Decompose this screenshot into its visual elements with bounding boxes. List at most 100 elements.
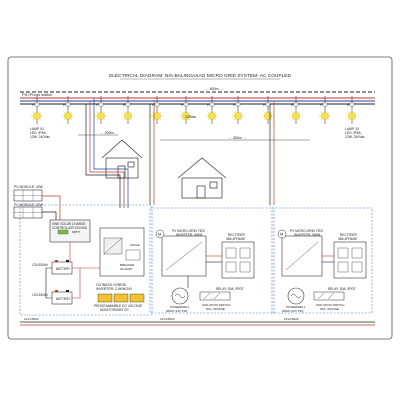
lamp-icon <box>292 112 300 120</box>
hybrid-inverter <box>99 227 145 277</box>
microgrid-unit-2-enclosure <box>271 207 373 314</box>
lamp-01-label-1: LAMP 01 <box>30 127 44 131</box>
breaker-label-1: BREAKER <box>120 263 135 267</box>
powerwell-2-label-2: 300W (12V PM) <box>282 309 303 313</box>
lamp-icon <box>153 112 161 120</box>
powerwell-2-label-1: POWERWELL <box>286 305 306 309</box>
rectifier-2 <box>333 241 367 279</box>
lamp-post: PS <box>30 96 44 124</box>
rectifier-1-label-2: 35A,3PHASE <box>226 237 245 241</box>
photo-switch-tag: PS <box>32 103 37 107</box>
micro-inverter-1 <box>155 229 207 277</box>
photo-switch-tag: PS <box>233 103 238 107</box>
photo-switch-tag: PS <box>263 103 268 107</box>
lamp-icon <box>348 112 356 120</box>
dc-monitor-switch <box>97 293 145 303</box>
bottom-bus <box>20 321 375 326</box>
rectifier-2-label-2: 35A,3PHASE <box>338 237 357 241</box>
rectifier-1-label-1: RECTIFIER <box>228 233 246 237</box>
micro-inverter-2 <box>277 229 323 277</box>
lamp-post: PS <box>231 96 245 124</box>
rectifier-1 <box>221 241 255 279</box>
charge-controller-label-2: CONTROLLER 12V/40A <box>52 226 88 230</box>
micro-inverter-2-label-2: INVERTER: 300W <box>294 233 320 237</box>
inverter-output-voltage: 240Vac <box>130 243 140 247</box>
battery-2-label-2: BATTERY <box>56 297 71 301</box>
lamp-10-label-3: 12W, 240Vac <box>345 135 365 139</box>
hybrid-inverter-label-2: INVERTER: 2.4KW/24V <box>96 287 133 291</box>
lamp-icon <box>234 112 242 120</box>
lamp-01-label-2: LED, IP65, <box>30 131 46 135</box>
isolation-switch-1-label-2: 30A, 3PHASE <box>206 307 225 311</box>
pv-module-1-label: PV MODULE: 32W <box>14 185 44 189</box>
distance-350m: ← 350m → <box>228 136 246 140</box>
lamp-icon <box>321 112 329 120</box>
relay-2-label: RELAY: 30A, SPDT <box>328 287 356 291</box>
dc-monitor-label-1: PROGRAMMABLE DC VOLTAGE <box>94 304 142 308</box>
powerwell-1-icon <box>171 287 189 305</box>
lamp-post: PS <box>94 96 108 124</box>
photo-switch-label: PS=Photo switch <box>22 92 52 97</box>
bus-label-right: 12V/150Ah <box>284 317 299 321</box>
diagram-title: ELECTRICAL DIAGRAM: NIA-BALINGASAG MICRO… <box>109 73 291 79</box>
micro-inverter-2-label-1: PV MICRO-GRID TIED <box>290 229 324 233</box>
microgrid-unit-1-enclosure <box>149 207 275 314</box>
photo-switch-tag: PS <box>63 103 68 107</box>
battery-1-label-1: 12V/150Ah <box>32 263 48 267</box>
photo-switch-tag: PS <box>291 103 296 107</box>
lamp-post: PS <box>289 96 303 124</box>
lamp-icon <box>124 112 132 120</box>
powerwell-2-icon <box>287 287 305 305</box>
distance-200m: ← 200m <box>100 131 114 135</box>
lamp-post: PS <box>61 96 75 124</box>
lamp-post: PS <box>205 96 219 124</box>
main-system-enclosure <box>19 204 153 316</box>
lamp-icon <box>64 112 72 120</box>
powerwell-1-label-2: 300W (12V PM) <box>166 309 187 313</box>
lamp-post: PS <box>150 96 164 124</box>
bus-label-mid: 12V/150Ah <box>160 317 175 321</box>
lamp-posts: PS PS PS PS PS PS PS PS PS PS PS PS <box>30 96 359 124</box>
distance-600m: ← 600m → <box>205 87 223 91</box>
lamp-post: PS <box>121 96 135 124</box>
dc-monitor-label-2: MONITOR/SWITCH <box>100 308 129 312</box>
battery-1-label-2: BATTERY <box>56 267 71 271</box>
lamp-icon <box>33 112 41 120</box>
lamp-icon <box>97 112 105 120</box>
battery-2-label-1: 12V/150Ah <box>32 293 48 297</box>
photo-switch-tag: PS <box>207 103 212 107</box>
charge-controller <box>49 219 91 243</box>
lamp-post: PS <box>318 96 332 124</box>
relay-1-label: RELAY: 30A, SPDT <box>216 287 244 291</box>
photo-switch-tag: PS <box>96 103 101 107</box>
micro-inverter-1-label-2: INVERTER: 300W <box>176 233 202 237</box>
lamp-01-label-3: 12W, 240Vac <box>30 135 50 139</box>
photo-switch-tag: PS <box>123 103 128 107</box>
isolation-switch-2 <box>313 291 345 301</box>
lamp-icon <box>264 112 272 120</box>
powerwell-1-label-1: POWERWELL <box>170 305 190 309</box>
hybrid-inverter-label-1: OUTBACK HYBRID <box>96 283 127 287</box>
wire-voltage-label: 240Vac <box>185 115 197 119</box>
motor-symbol-2: M <box>280 232 283 237</box>
isolation-switch-1 <box>199 291 231 301</box>
photo-switch-tag: PS <box>320 103 325 107</box>
lamp-10-label-2: LED, IP65, <box>345 131 361 135</box>
isolation-switch-1-label-1: ISOLATION SWITCH <box>202 303 230 307</box>
lamp-post: PS <box>179 96 193 124</box>
photo-switch-tag: PS <box>347 103 352 107</box>
pv-module-1 <box>13 189 43 202</box>
lamp-icon <box>208 112 216 120</box>
motor-symbol-1: M <box>158 232 161 237</box>
micro-inverter-1-label-1: PV MICRO-GRID TIED <box>172 229 206 233</box>
mppt-label: MPPT <box>72 230 81 234</box>
isolation-switch-2-label-2: 30A, 3PHASE <box>320 307 339 311</box>
photo-switch-tag: PS <box>181 103 186 107</box>
lamp-icon <box>182 112 190 120</box>
isolation-switch-2-label-1: ISOLATION SWITCH <box>316 303 344 307</box>
breaker-label-2: 32.0A/2P <box>120 267 132 271</box>
pv-module-2 <box>13 206 43 219</box>
distribution-line <box>20 91 375 105</box>
bus-label-left: 12V/150Ah <box>24 317 39 321</box>
